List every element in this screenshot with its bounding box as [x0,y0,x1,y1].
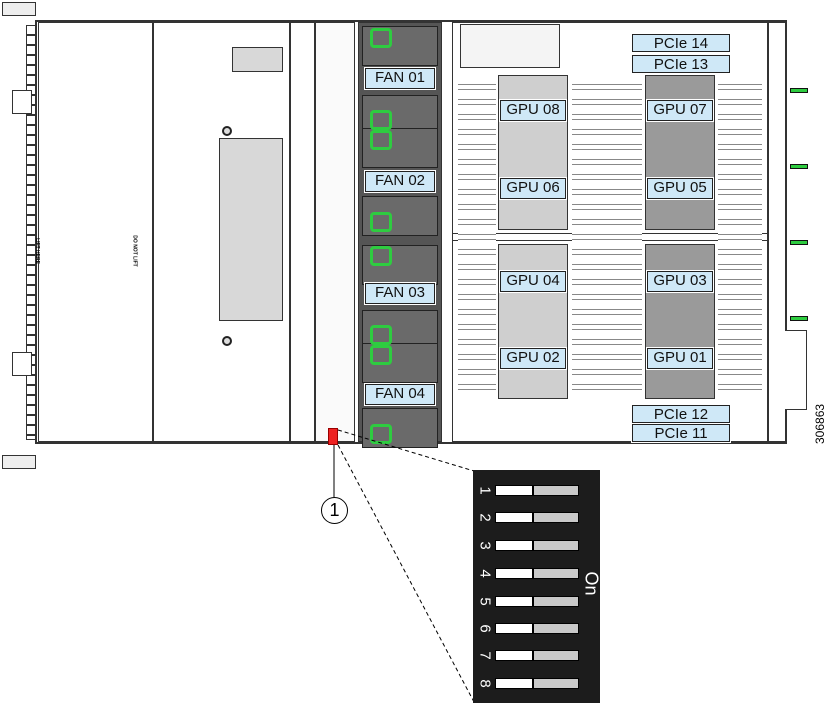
front-rail [26,25,36,440]
dip-number: 3 [476,541,494,550]
dip-number: 5 [476,597,494,606]
fan-handle[interactable] [370,246,392,266]
dip-number: 6 [476,624,494,633]
riser-latch-tab[interactable] [790,240,808,245]
psu-bracket [460,24,560,68]
midplane [315,22,355,442]
fan-module [362,128,438,168]
fan-handle[interactable] [370,345,392,365]
dip-slider [495,650,533,661]
riser-latch-tab[interactable] [790,316,808,321]
dip-track [533,512,579,523]
dip-switch-5[interactable]: 5 [476,595,588,609]
pcie-14-label: PCIe 14 [631,33,731,53]
dip-slider [495,540,533,551]
fan-04-label: FAN 04 [364,383,436,406]
dip-slider [495,485,533,496]
dip-track [533,568,579,579]
fan-02-label: FAN 02 [364,170,436,193]
pcie-11-label: PCIe 11 [631,423,731,443]
dip-track [533,540,579,551]
dip-track [533,650,579,661]
riser-latch-tab[interactable] [790,164,808,169]
dip-track [533,623,579,634]
dip-switch-location[interactable] [328,428,338,445]
dip-switch-7[interactable]: 7 [476,649,588,663]
fan-module [362,196,438,236]
fan-03-label: FAN 03 [364,282,436,305]
figure-id: 306863 [813,403,827,444]
gpu-05-label: GPU 05 [646,177,714,200]
latch-bottom [12,352,32,376]
gpu-07-label: GPU 07 [646,99,714,122]
screw [222,126,232,136]
heatsink-fins-left [458,75,496,399]
dip-slider [495,678,533,689]
rear-handle[interactable] [785,330,807,410]
dip-switch-6[interactable]: 6 [476,622,588,636]
baffle-insert [219,138,283,321]
gpu-01-label: GPU 01 [646,347,714,370]
dip-switch-1[interactable]: 1 [476,484,588,498]
left-ear-bottom [2,455,36,469]
dip-switch-4[interactable]: 4 [476,567,588,581]
baffle-insert-top [232,47,283,72]
heatsink-fins-mid [572,75,642,399]
fan-handle[interactable] [370,212,392,232]
heatsink-fins-right [718,75,762,399]
gpu-04-label: GPU 04 [499,270,567,293]
dip-track [533,678,579,689]
dip-slider [495,596,533,607]
gpu-03-label: GPU 03 [646,270,714,293]
left-ear-top [2,2,36,16]
dip-switch-detail: On [473,470,602,703]
dip-switch-8[interactable]: 8 [476,677,588,691]
dip-slider [495,512,533,523]
heatsink-left-bottom [498,244,568,399]
fan-handle[interactable] [370,130,392,150]
fan-handle[interactable] [370,110,392,130]
pcie-12-label: PCIe 12 [631,404,731,424]
dip-number: 7 [476,651,494,660]
dip-switch-2[interactable]: 2 [476,511,588,525]
gpu-06-label: GPU 06 [499,177,567,200]
rear-panel [768,22,786,442]
latch-top [12,90,32,114]
dip-slider [495,568,533,579]
dip-track [533,596,579,607]
gpu-02-label: GPU 02 [499,347,567,370]
dip-number: 2 [476,513,494,522]
pcie-13-label: PCIe 13 [631,54,731,74]
riser-latch-tab[interactable] [790,88,808,93]
dip-slider [495,623,533,634]
dip-number: 8 [476,679,494,688]
gpu-08-label: GPU 08 [499,99,567,122]
callout-1: 1 [321,497,348,524]
dip-switch-3[interactable]: 3 [476,539,588,553]
screw [222,336,232,346]
dip-track [533,485,579,496]
divider-rail [290,22,315,442]
fan-handle[interactable] [370,28,392,48]
dip-number: 4 [476,569,494,578]
fan-01-label: FAN 01 [364,67,436,90]
fan-handle[interactable] [370,325,392,345]
heatsink-right-bottom [645,244,715,399]
front-panel: LIFT HERE DO NOT LIFT [34,22,153,442]
dip-number: 1 [476,486,494,495]
callout-number: 1 [329,500,340,520]
